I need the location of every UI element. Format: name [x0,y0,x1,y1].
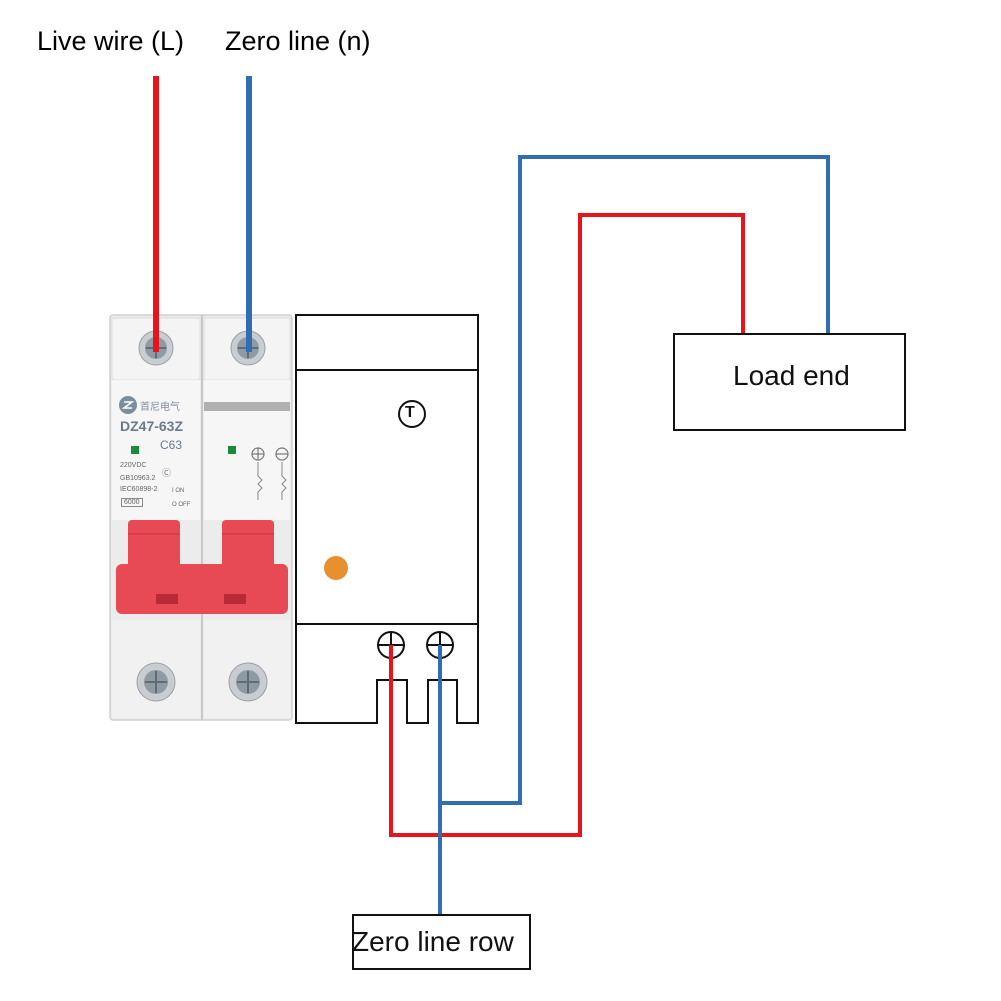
breaker-standard-2: IEC60898-2 [120,486,158,493]
live-wire-label: Live wire (L) [37,26,185,56]
zero-line-label: Zero line (n) [225,26,371,56]
load-end-label: Load end [733,360,850,391]
breaker-on-label: I ON [172,488,185,494]
breaker-capacity: 6000 [121,498,143,507]
breaker-rating: C63 [160,438,183,452]
timer-module [295,314,479,724]
zero-line-row-label: Zero line row [352,926,514,957]
breaker-model: DZ47-63Z [120,418,184,434]
bottom-screw-left [136,662,176,702]
ccc-mark-icon: Ⓒ [162,468,172,478]
circuit-breaker [109,314,293,721]
timer-indicator-dot [324,556,348,580]
bottom-screw-right [228,662,268,702]
breaker-voltage: 220VDC [120,462,147,469]
zero-line-row-box [352,914,531,970]
live-wire-to-load [389,213,745,837]
breaker-standard-1: GB10963.2 [120,475,156,482]
breaker-brand: 首尼电气 [140,402,180,413]
load-end-box [673,333,906,431]
neutral-wire-to-load [438,155,830,805]
timer-symbol: T [405,404,415,421]
breaker-off-label: O OFF [172,502,191,508]
